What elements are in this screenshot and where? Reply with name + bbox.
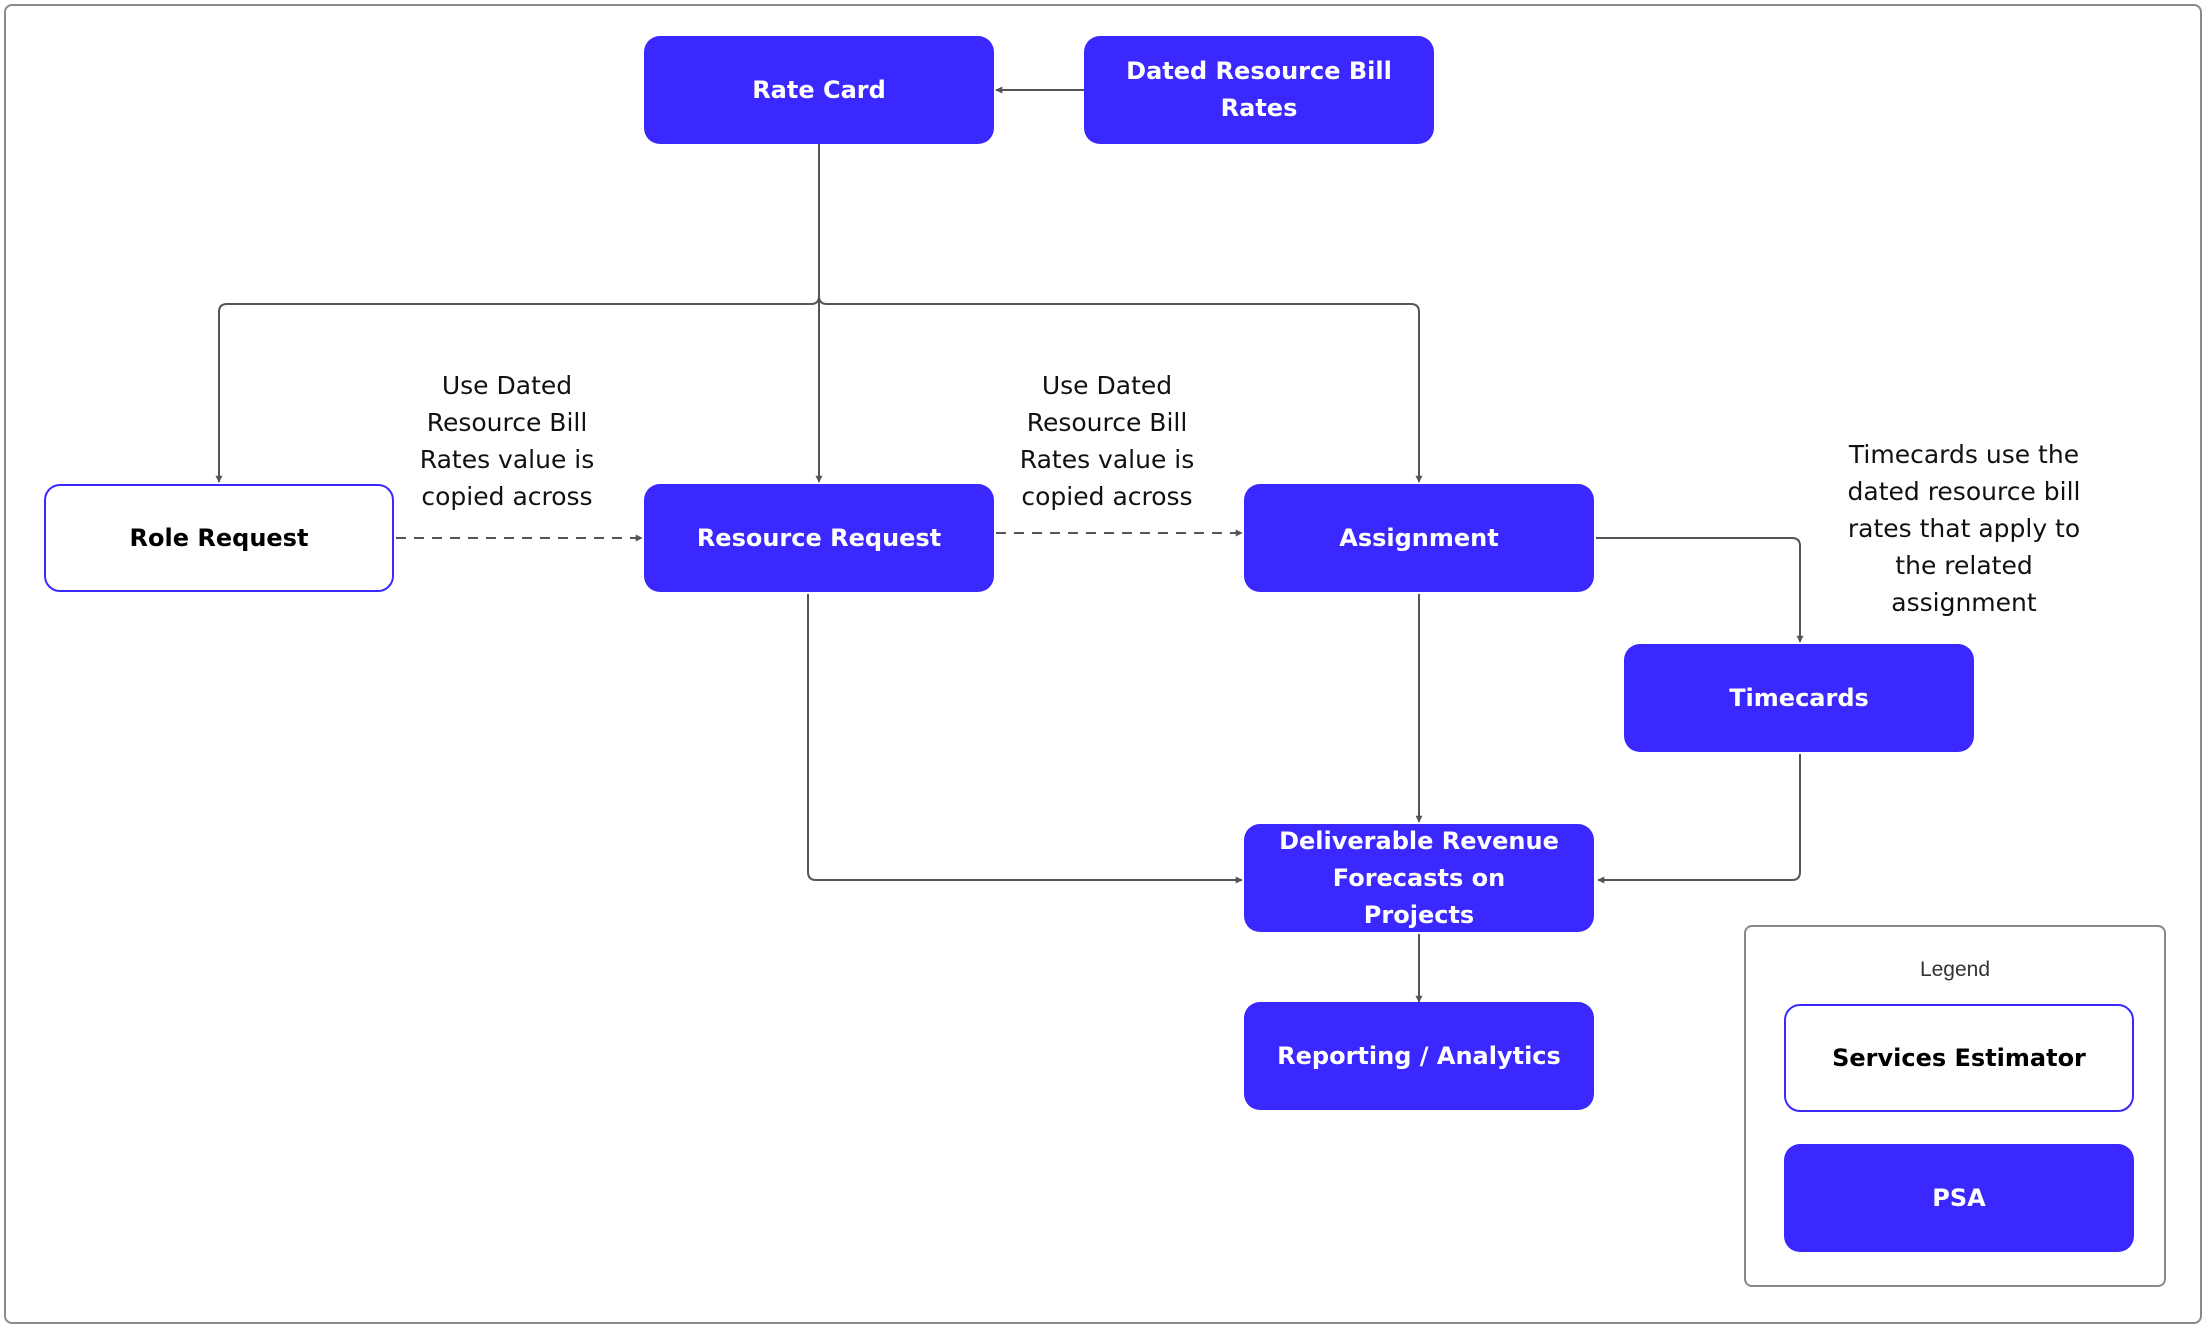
legend-item-psa-label: PSA — [1932, 1183, 1986, 1212]
node-deliverable-revenue-forecasts[interactable]: Deliverable Revenue Forecasts on Project… — [1244, 824, 1594, 932]
node-dated-resource-bill-rates[interactable]: Dated Resource Bill Rates — [1084, 36, 1434, 144]
node-reporting-analytics-label: Reporting / Analytics — [1277, 1041, 1561, 1070]
node-resource-request[interactable]: Resource Request — [644, 484, 994, 592]
edge-resource-to-forecasts — [807, 594, 1243, 884]
note-resource-to-assignment: Use Dated Resource Bill Rates value is c… — [1019, 371, 1195, 511]
node-reporting-analytics[interactable]: Reporting / Analytics — [1244, 1002, 1594, 1110]
legend-item-services-estimator: Services Estimator — [1784, 1004, 2134, 1112]
diagram-frame — [4, 4, 2202, 1324]
node-deliverable-revenue-forecasts-label: Deliverable Revenue Forecasts on Project… — [1279, 826, 1559, 929]
edge-assignment-to-timecards — [1596, 537, 1804, 643]
node-role-request[interactable]: Role Request — [44, 484, 394, 592]
node-timecards[interactable]: Timecards — [1624, 644, 1974, 752]
note-role-to-resource: Use Dated Resource Bill Rates value is c… — [419, 371, 595, 511]
node-role-request-label: Role Request — [129, 523, 309, 552]
node-rate-card[interactable]: Rate Card — [644, 36, 994, 144]
legend-title: Legend — [1919, 958, 1991, 981]
node-resource-request-label: Resource Request — [696, 523, 942, 552]
legend-item-psa: PSA — [1784, 1144, 2134, 1252]
legend-item-services-estimator-label: Services Estimator — [1832, 1043, 2086, 1072]
node-assignment-label: Assignment — [1339, 523, 1499, 552]
node-timecards-label: Timecards — [1729, 683, 1869, 712]
edge-timecards-to-forecasts — [1597, 754, 1801, 884]
edge-rate-card-to-assignment — [818, 295, 1423, 483]
node-assignment[interactable]: Assignment — [1244, 484, 1594, 592]
node-rate-card-label: Rate Card — [752, 75, 886, 104]
node-dated-resource-bill-rates-label: Dated Resource Bill Rates — [1126, 57, 1392, 122]
note-timecards: Timecards use the dated resource bill ra… — [1847, 440, 2081, 617]
